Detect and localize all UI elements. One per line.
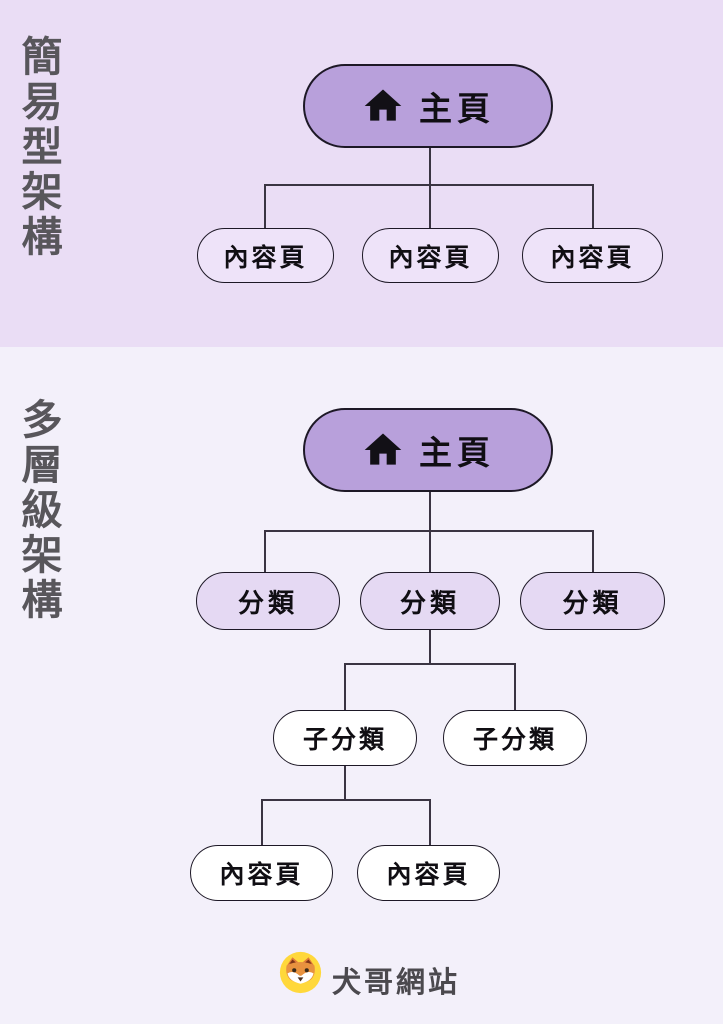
connector-line bbox=[429, 492, 431, 531]
home-node: 主頁 bbox=[303, 408, 553, 492]
brand-text: 犬哥網站 bbox=[332, 967, 461, 999]
home-node-label: 主頁 bbox=[419, 90, 495, 127]
connector-line bbox=[514, 663, 516, 710]
home-node-label: 主頁 bbox=[419, 434, 495, 471]
connector-line bbox=[429, 530, 431, 572]
section-simple-structure: 簡易型架構 主頁 內容頁 內容頁 內容頁 bbox=[0, 0, 723, 347]
content-page-node: 內容頁 bbox=[190, 845, 333, 901]
node-label: 子分類 bbox=[472, 726, 557, 754]
connector-line bbox=[344, 663, 516, 665]
home-icon bbox=[361, 84, 405, 128]
node-label: 內容頁 bbox=[550, 243, 635, 272]
content-page-node: 內容頁 bbox=[197, 228, 334, 283]
content-page-node: 內容頁 bbox=[362, 228, 499, 283]
subcategory-node: 子分類 bbox=[273, 710, 417, 766]
section-multilevel-structure: 多層級架構 主頁 分類 分類 分類 子分類 bbox=[0, 347, 723, 1024]
node-label: 子分類 bbox=[302, 726, 387, 754]
content-page-node: 內容頁 bbox=[522, 228, 663, 283]
connector-line bbox=[592, 184, 594, 229]
home-icon bbox=[361, 428, 405, 472]
node-label: 分類 bbox=[237, 587, 298, 618]
connector-line bbox=[429, 184, 431, 229]
section-title-simple: 簡易型架構 bbox=[15, 35, 61, 260]
section-title-multilevel: 多層級架構 bbox=[15, 398, 61, 623]
content-page-node: 內容頁 bbox=[357, 845, 500, 901]
connector-line bbox=[344, 663, 346, 710]
node-label: 內容頁 bbox=[388, 243, 473, 272]
home-node: 主頁 bbox=[303, 64, 553, 148]
category-node: 分類 bbox=[520, 572, 665, 630]
node-label: 內容頁 bbox=[223, 243, 308, 272]
node-label: 分類 bbox=[562, 587, 623, 618]
node-label: 內容頁 bbox=[219, 861, 304, 889]
connector-line bbox=[592, 530, 594, 572]
node-label: 內容頁 bbox=[386, 861, 471, 889]
connector-line bbox=[429, 799, 431, 845]
connector-line bbox=[261, 799, 263, 845]
connector-line bbox=[429, 630, 431, 664]
node-label: 分類 bbox=[399, 587, 460, 618]
category-node: 分類 bbox=[360, 572, 500, 630]
connector-line bbox=[264, 530, 266, 572]
category-node: 分類 bbox=[196, 572, 340, 630]
subcategory-node: 子分類 bbox=[443, 710, 587, 766]
fox-logo-icon bbox=[279, 951, 322, 994]
connector-line bbox=[344, 766, 346, 800]
connector-line bbox=[261, 799, 431, 801]
connector-line bbox=[264, 184, 266, 229]
connector-line bbox=[429, 148, 431, 185]
